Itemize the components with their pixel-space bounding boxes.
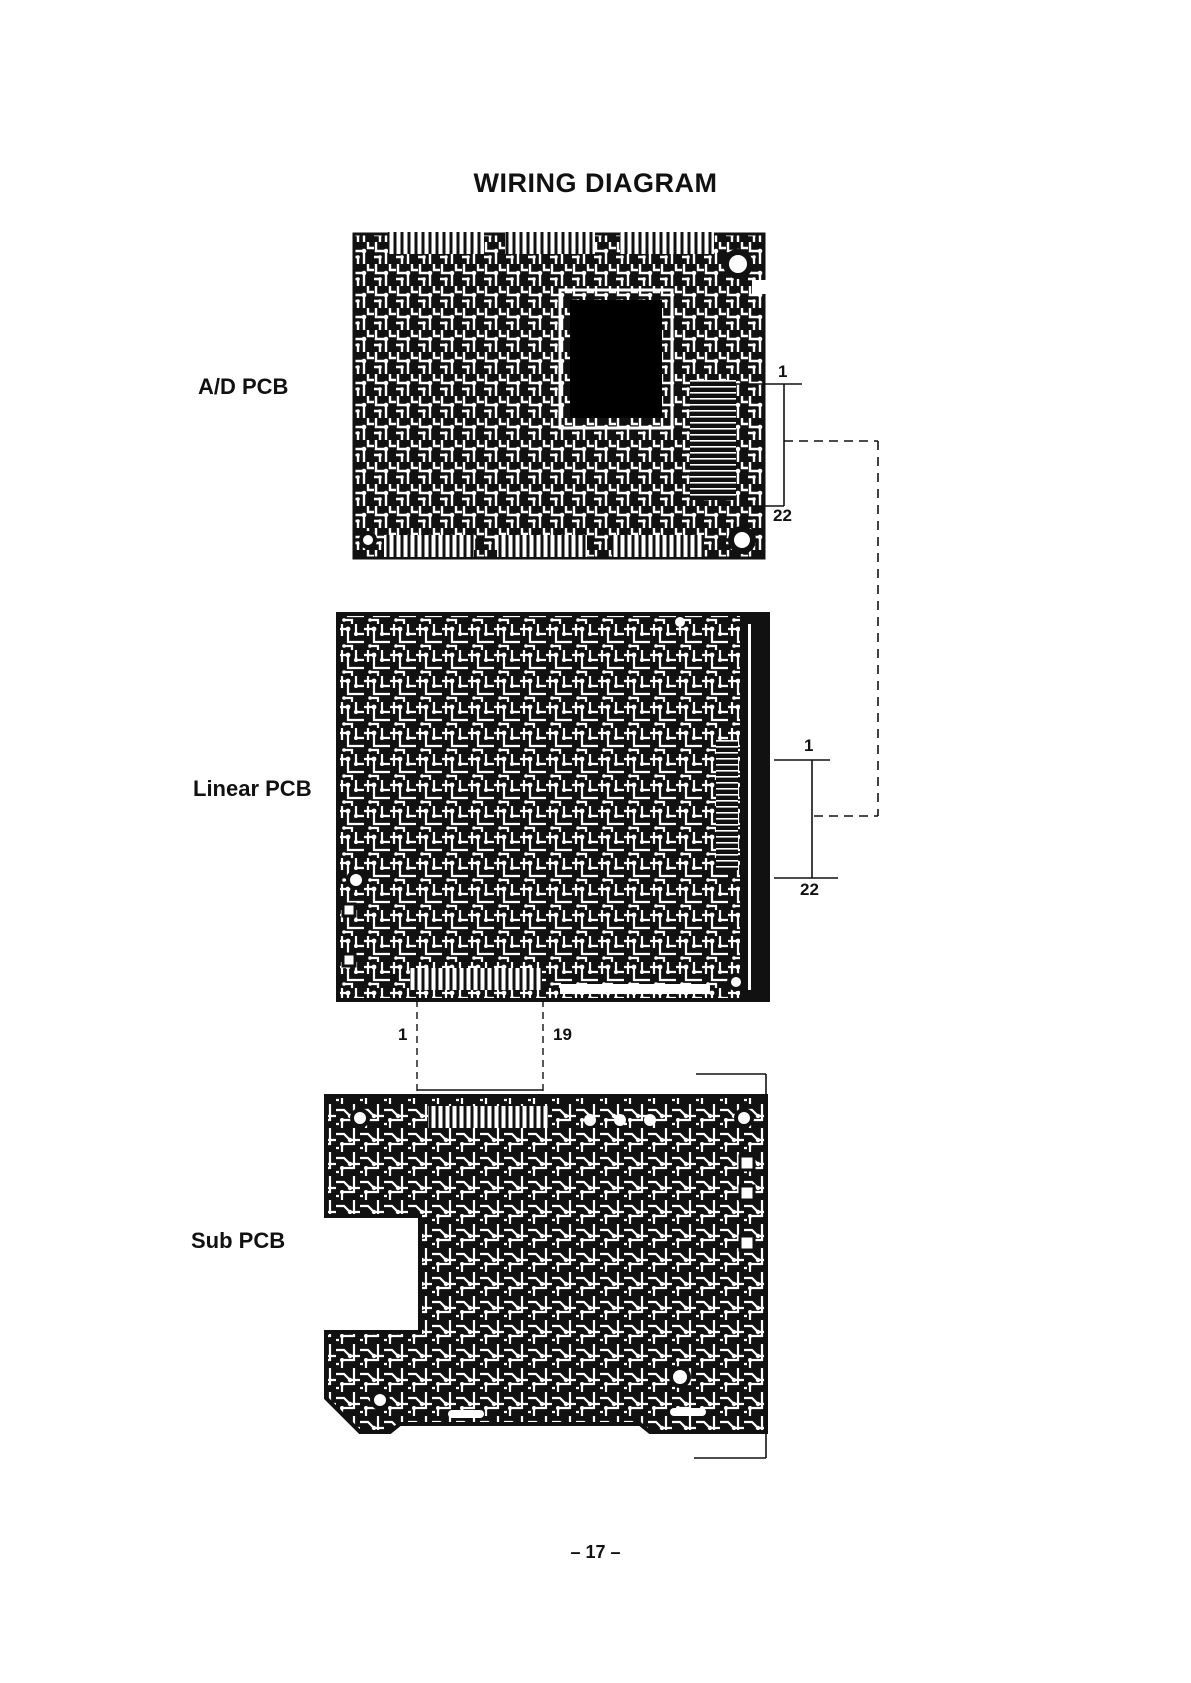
page-number: – 17 – — [0, 1542, 1191, 1563]
sub-pin-first-label: 1 — [398, 1025, 407, 1045]
linear-pin-last-label: 22 — [800, 880, 819, 900]
sub-pin-last-label: 19 — [553, 1025, 572, 1045]
linear-sub-link — [417, 1000, 543, 1098]
linear-pcb-board — [338, 614, 768, 1000]
ad-pcb-label: A/D PCB — [198, 374, 288, 400]
ad-pcb-board — [354, 232, 768, 558]
ad-pin-first-label: 1 — [778, 362, 787, 382]
sub-pcb-label: Sub PCB — [191, 1228, 285, 1254]
ad-pin-last-label: 22 — [773, 506, 792, 526]
linear-connector-bracket — [774, 760, 838, 878]
linear-pin-first-label: 1 — [804, 736, 813, 756]
linear-pcb-label: Linear PCB — [193, 776, 312, 802]
sub-pcb-board — [326, 1096, 766, 1432]
